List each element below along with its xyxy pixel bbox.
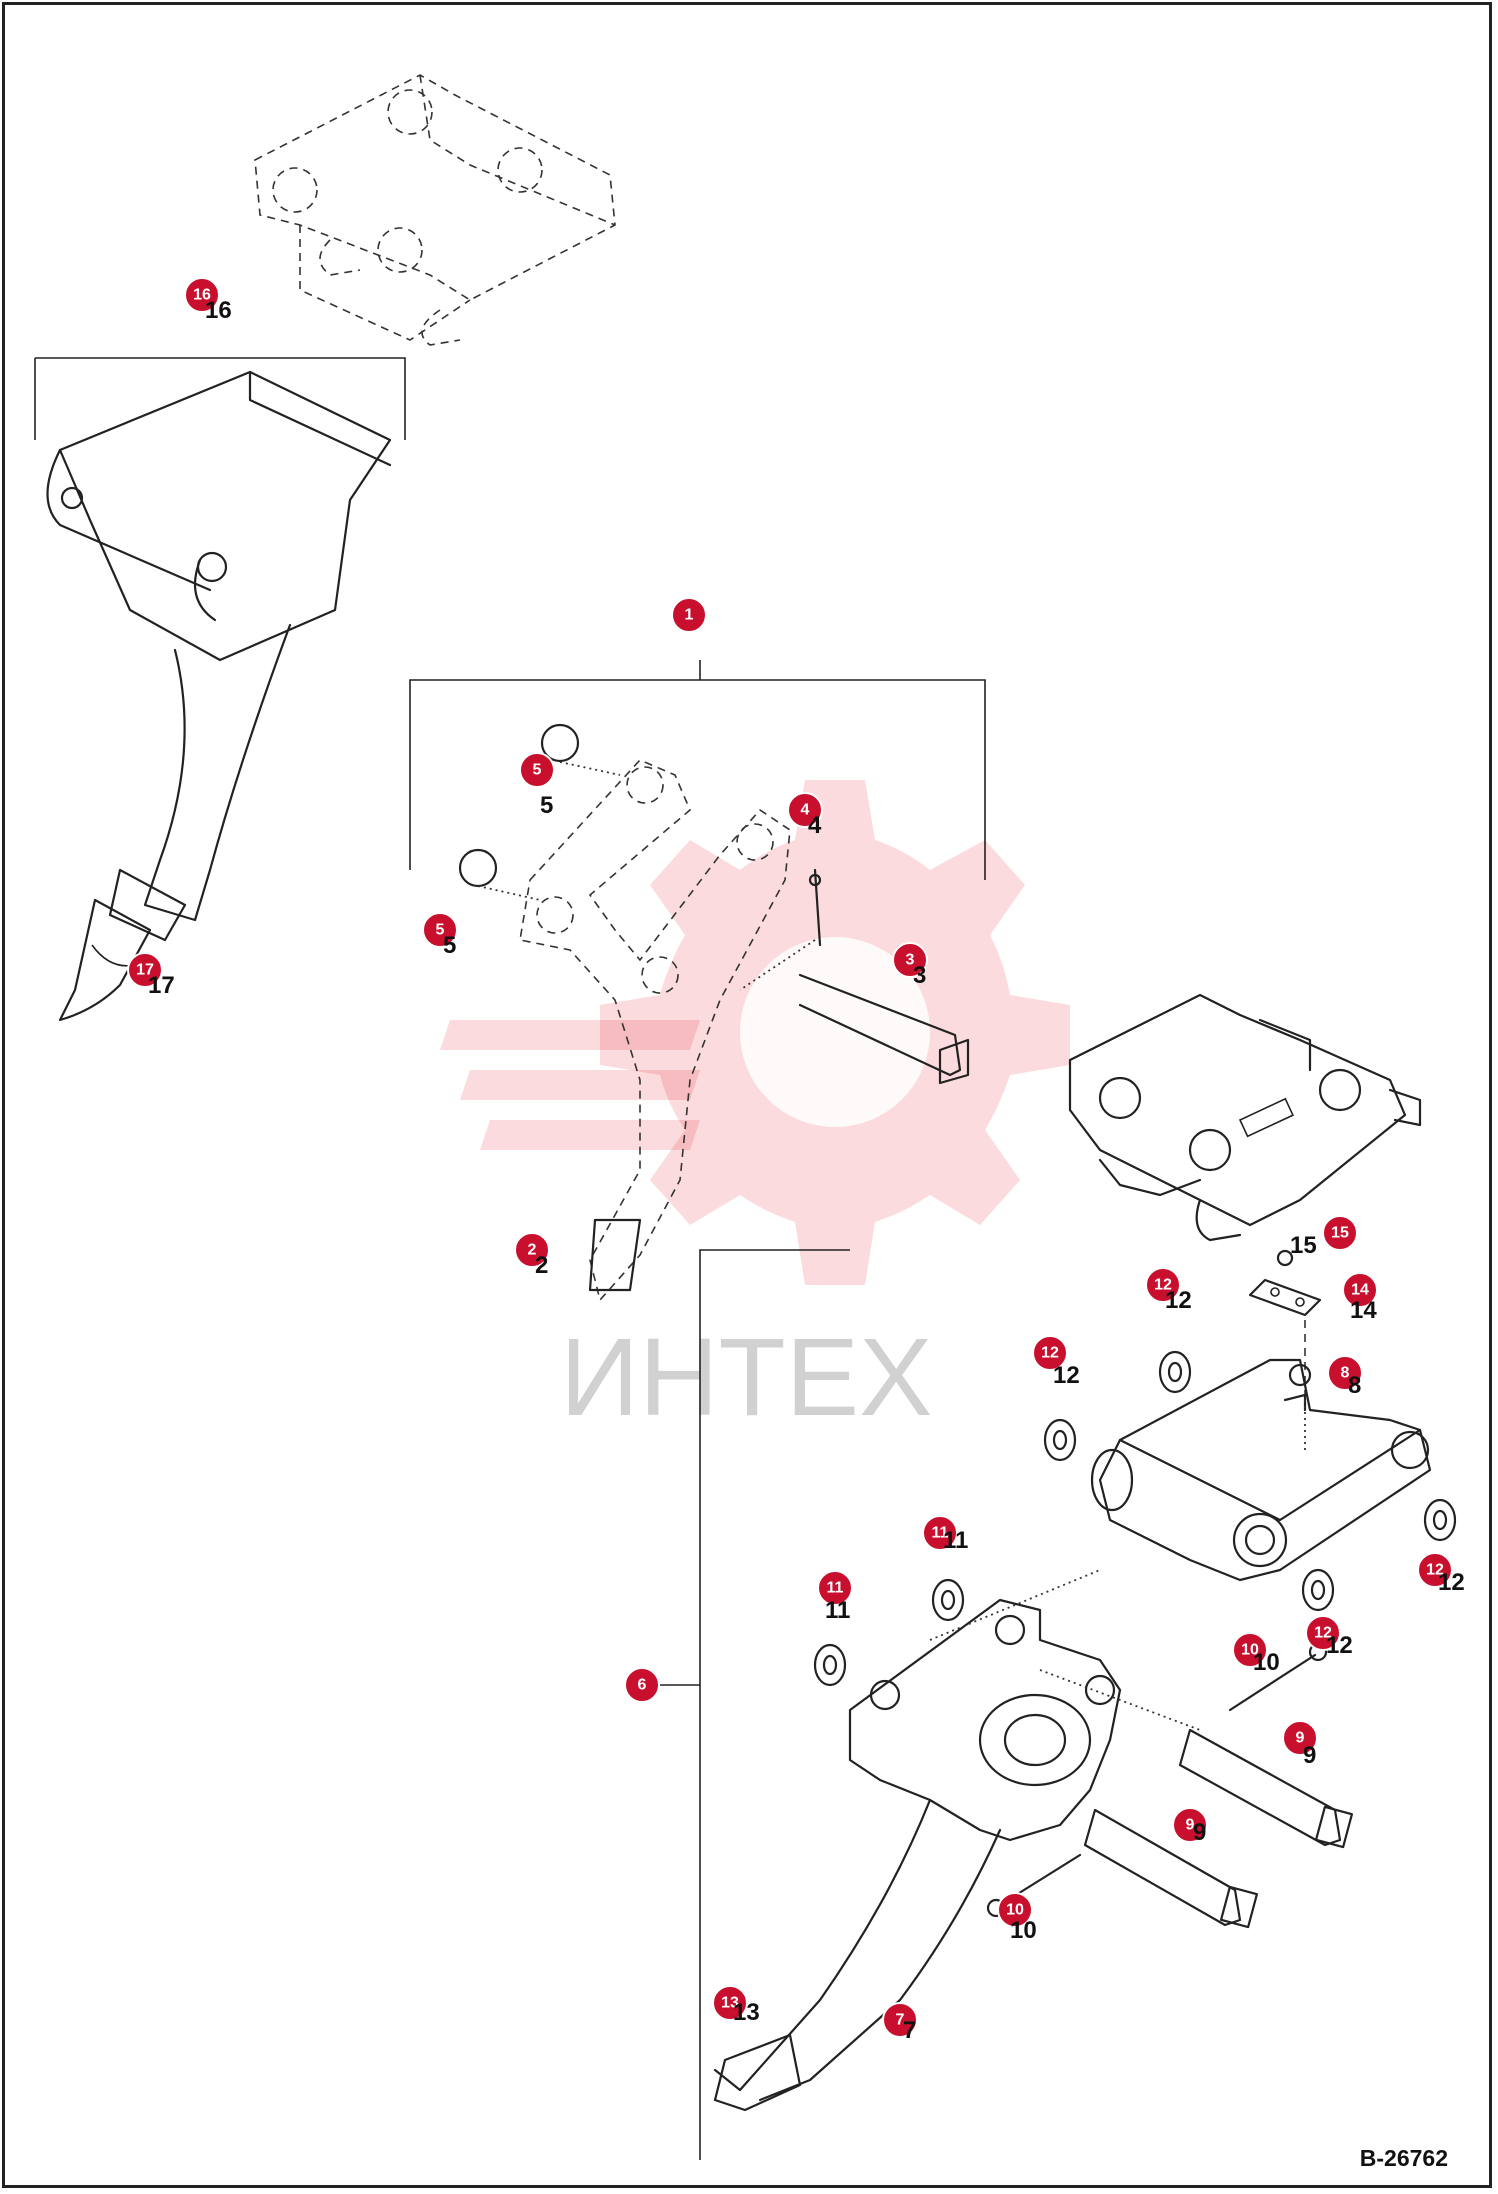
- svg-text:12: 12: [1041, 1345, 1059, 1362]
- ripper-6-drawing: [660, 1249, 1201, 2160]
- svg-text:9: 9: [1186, 1817, 1195, 1834]
- part-label-9-lower: 9: [1193, 1819, 1206, 1846]
- quick-coupler-top-drawing: [254, 74, 616, 346]
- part-label-12-left: 12: [1053, 1362, 1080, 1389]
- part-label-9-upper: 9: [1303, 1742, 1316, 1769]
- callout-4[interactable]: 4: [787, 792, 823, 828]
- callout-7[interactable]: 7: [882, 2002, 918, 2038]
- callout-5-upper[interactable]: 5: [519, 752, 555, 788]
- small-parts-15-14-drawing: [1248, 1249, 1322, 1400]
- watermark-gear-icon: [440, 780, 1070, 1285]
- svg-text:5: 5: [533, 762, 542, 779]
- svg-text:12: 12: [1426, 1562, 1444, 1579]
- callout-2[interactable]: 2: [514, 1232, 550, 1268]
- callout-12-left[interactable]: 12: [1032, 1335, 1068, 1371]
- part-label-5-upper: 5: [540, 792, 553, 819]
- part-label-17: 17: [148, 972, 175, 999]
- part-label-10-lower: 10: [1010, 1917, 1037, 1944]
- svg-text:17: 17: [136, 962, 154, 979]
- part-label-15: 15: [1290, 1232, 1317, 1259]
- svg-text:7: 7: [896, 2012, 905, 2029]
- part-label-16: 16: [205, 297, 232, 324]
- svg-text:13: 13: [721, 1995, 739, 2012]
- callout-3[interactable]: 3: [892, 942, 928, 978]
- svg-text:8: 8: [1341, 1365, 1350, 1382]
- svg-text:16: 16: [193, 287, 211, 304]
- callout-11-lower[interactable]: 11: [817, 1570, 853, 1606]
- callout-5-lower[interactable]: 5: [422, 912, 458, 948]
- watermark-text: ИНТЕХ: [560, 1316, 932, 1439]
- callout-12-top[interactable]: 12: [1145, 1267, 1181, 1303]
- ripper-16-drawing: [34, 357, 406, 1022]
- part-label-12-top: 12: [1165, 1287, 1192, 1314]
- part-label-8: 8: [1348, 1372, 1361, 1399]
- quick-coupler-right-drawing: [1068, 993, 1422, 1242]
- svg-text:11: 11: [932, 1525, 949, 1542]
- svg-text:9: 9: [1296, 1730, 1305, 1747]
- svg-text:10: 10: [1241, 1642, 1259, 1659]
- part-label-11-lower: 11: [825, 1597, 850, 1624]
- callout-17[interactable]: 17: [127, 952, 163, 988]
- part-label-2: 2: [535, 1252, 548, 1279]
- callout-1[interactable]: 1: [671, 597, 707, 633]
- callout-6[interactable]: 6: [624, 1667, 660, 1703]
- part-label-13: 13: [733, 1999, 760, 2026]
- callout-13[interactable]: 13: [712, 1985, 748, 2021]
- callout-9-lower[interactable]: 9: [1172, 1807, 1208, 1843]
- callout-10-lower[interactable]: 10: [997, 1892, 1033, 1928]
- part-label-11-upper: 11: [943, 1527, 968, 1554]
- drawing-code: B-26762: [1359, 2145, 1448, 2171]
- callout-11-upper[interactable]: 11: [922, 1515, 958, 1551]
- svg-text:11: 11: [827, 1580, 844, 1597]
- washers-12-drawing: [1043, 1350, 1457, 1612]
- svg-text:3: 3: [906, 952, 915, 969]
- part-label-14: 14: [1350, 1297, 1377, 1324]
- part-label-12-bottom: 12: [1326, 1632, 1353, 1659]
- callout-15[interactable]: 15: [1322, 1215, 1358, 1251]
- washers-11-drawing: [813, 1578, 965, 1687]
- part-label-5-lower: 5: [443, 932, 456, 959]
- ripper-1-drawing: [409, 660, 986, 1302]
- svg-text:15: 15: [1331, 1225, 1349, 1242]
- callout-8[interactable]: 8: [1327, 1355, 1363, 1391]
- callout-14[interactable]: 14: [1342, 1272, 1378, 1308]
- svg-text:14: 14: [1351, 1282, 1369, 1299]
- bracket-8-drawing: [1090, 1358, 1432, 1582]
- callout-10-upper[interactable]: 10: [1232, 1632, 1268, 1668]
- part-label-4: 4: [808, 812, 822, 839]
- part-label-10-upper: 10: [1253, 1649, 1280, 1676]
- svg-text:2: 2: [528, 1242, 537, 1259]
- part-label-12-right: 12: [1438, 1569, 1465, 1596]
- svg-text:1: 1: [685, 607, 694, 624]
- part-label-3: 3: [913, 962, 926, 989]
- svg-text:5: 5: [436, 922, 445, 939]
- svg-text:6: 6: [638, 1677, 647, 1694]
- svg-text:4: 4: [801, 802, 810, 819]
- svg-text:12: 12: [1154, 1277, 1172, 1294]
- part-label-7: 7: [903, 2017, 916, 2044]
- callout-9-upper[interactable]: 9: [1282, 1720, 1318, 1756]
- callout-12-bottom[interactable]: 12: [1305, 1615, 1341, 1651]
- callout-12-right[interactable]: 12: [1417, 1552, 1453, 1588]
- svg-text:10: 10: [1006, 1902, 1024, 1919]
- svg-text:12: 12: [1314, 1625, 1332, 1642]
- callout-16[interactable]: 16: [184, 277, 220, 313]
